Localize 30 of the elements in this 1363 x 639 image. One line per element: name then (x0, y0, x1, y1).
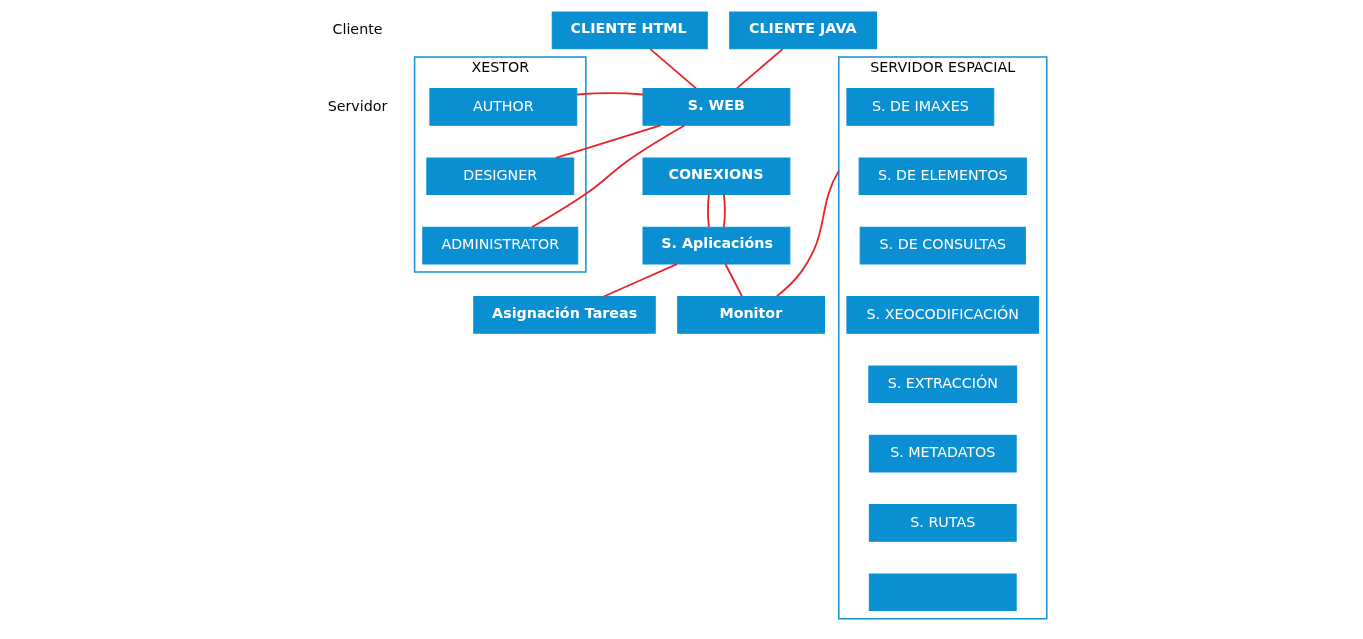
connector (648, 48, 697, 90)
node-box: S. DE CONSULTAS (859, 226, 1026, 265)
node-box: S. XEOCODIFICACIÓN (845, 296, 1039, 334)
node-box: S. DE IMAXES (845, 88, 994, 126)
connector (554, 124, 661, 159)
node-box: S. EXTRACCIÓN (867, 365, 1017, 404)
connector (735, 48, 783, 90)
connector (722, 194, 726, 228)
node-box: S. Aplicacións (642, 226, 790, 265)
node-box: CLIENTE HTML (551, 11, 708, 50)
connector (706, 194, 710, 228)
connector (602, 263, 678, 298)
node-box: Monitor (676, 296, 825, 334)
node-box: S. WEB (642, 88, 790, 126)
node-box (868, 573, 1017, 612)
connector (575, 92, 644, 96)
node-box: AUTHOR (428, 88, 577, 126)
node-box: CLIENTE JAVA (728, 11, 877, 50)
node-box: ADMINISTRATOR (421, 226, 578, 265)
node-box: S. METADATOS (868, 434, 1017, 473)
connector (775, 169, 840, 298)
node-box: DESIGNER (425, 157, 574, 196)
node-box: CONEXIONS (642, 157, 790, 196)
connector (724, 263, 743, 298)
node-box: S. RUTAS (868, 504, 1017, 542)
node-box: Asignación Tareas (472, 296, 656, 334)
node-box: S. DE ELEMENTOS (858, 157, 1027, 196)
label: Cliente (331, 21, 383, 38)
connector (530, 124, 685, 228)
label: Servidor (327, 97, 387, 114)
